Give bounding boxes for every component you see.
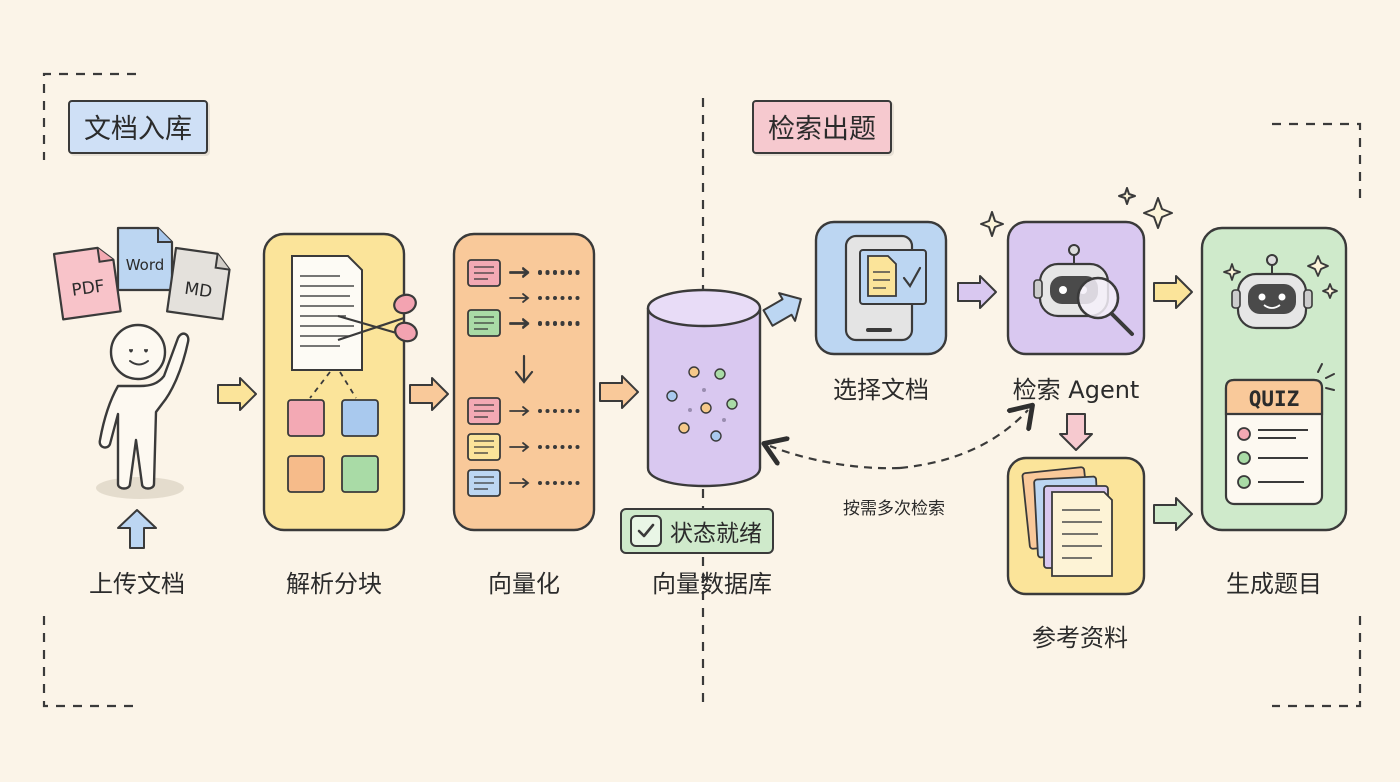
generate-card: QUIZ [1200, 226, 1348, 532]
flow-arrow-vectorize-db [599, 375, 639, 409]
status-badge: 状态就绪 [620, 508, 774, 554]
flow-arrow-db-select [762, 292, 802, 327]
vector-db-cylinder [646, 288, 762, 488]
magnifier-icon [1076, 276, 1134, 336]
check-icon [630, 515, 662, 547]
person-figure [96, 323, 190, 499]
md-label: MD [183, 279, 213, 303]
vector-arrow-icon [509, 406, 530, 416]
scissors-icon [337, 293, 418, 343]
chunk-green [341, 455, 379, 493]
upload-arrow-icon [117, 509, 157, 549]
flow-arrow-agent-generate [1153, 275, 1193, 309]
agent-to-db-arrow [770, 446, 901, 470]
pdf-file-icon: PDF [52, 246, 122, 321]
flow-arrow-select-agent [957, 275, 997, 309]
loop-label: 按需多次检索 [843, 499, 945, 519]
references-card [1006, 456, 1146, 596]
right-frame-corners [1272, 122, 1362, 708]
step-vectorize-label: 向量化 [488, 570, 560, 598]
step-upload-label: 上传文档 [89, 570, 185, 598]
word-file-icon: Word [116, 226, 174, 292]
step-generate-label: 生成题目 [1226, 570, 1322, 598]
pdf-label: PDF [70, 276, 106, 300]
select-doc-card [814, 220, 948, 356]
step-agent-label: 检索 Agent [1012, 376, 1140, 404]
check-icon [902, 266, 922, 289]
chunk-blue [341, 399, 379, 437]
step-select-doc-label: 选择文档 [833, 376, 929, 404]
step-references-label: 参考资料 [1032, 624, 1128, 652]
quiz-title: QUIZ [1249, 387, 1300, 411]
flow-arrow-references-generate [1153, 497, 1193, 531]
step-vector-db-label: 向量数据库 [652, 570, 772, 598]
agent-card [1006, 220, 1146, 356]
vectorize-card [452, 232, 596, 532]
chunk-pink [287, 399, 325, 437]
parse-card [262, 232, 418, 532]
flow-arrow-upload-parse [217, 377, 257, 411]
step-parse-label: 解析分块 [286, 570, 382, 598]
ingest-section-title: 文档入库 [68, 100, 208, 154]
loop-up-arrow [899, 410, 1028, 470]
vector-arrow-icon [509, 478, 530, 488]
vector-arrow-icon [509, 442, 530, 452]
flow-arrow-parse-vectorize [409, 377, 449, 411]
chunk-orange [287, 455, 325, 493]
word-label: Word [126, 256, 165, 274]
status-text: 状态就绪 [670, 521, 762, 547]
md-file-icon: MD [165, 246, 231, 321]
sparkle-icon [980, 187, 1173, 237]
down-arrow-icon [514, 354, 534, 384]
left-frame-corners [42, 72, 136, 708]
retrieve-section-title: 检索出题 [752, 100, 892, 154]
flow-arrow-agent-references [1059, 413, 1093, 451]
